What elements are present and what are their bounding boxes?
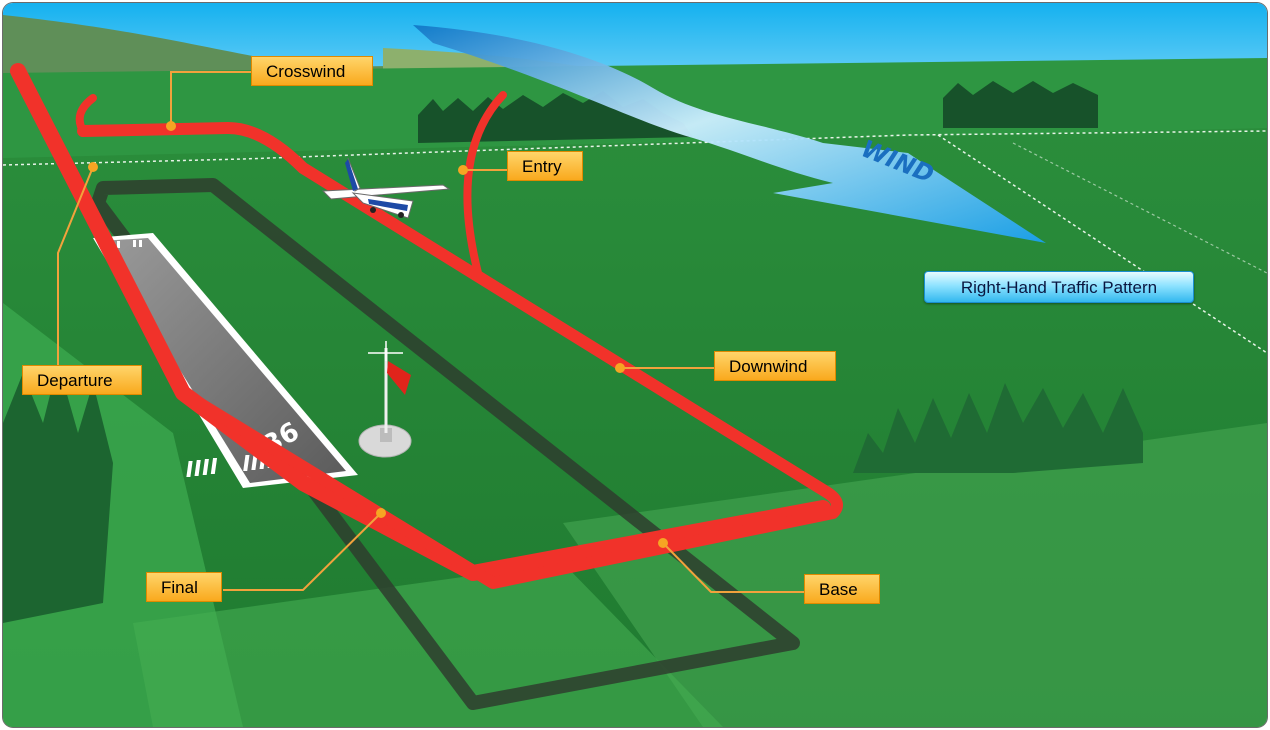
callout-downwind: Downwind: [714, 351, 836, 381]
diagram-frame: 36 WIND: [3, 3, 1267, 727]
callout-departure: Departure: [22, 365, 142, 395]
treeline-right-near: [853, 383, 1143, 473]
airplane-icon: [321, 157, 451, 219]
windsock: [358, 341, 412, 458]
pattern-loop: [77, 122, 843, 589]
taxiway-loop: [91, 178, 800, 710]
treeline-center: [418, 91, 693, 143]
runway-threshold-bars: [186, 452, 274, 477]
callout-base: Base: [804, 574, 880, 604]
callout-crosswind: Crosswind: [251, 56, 373, 86]
runway-surface: [100, 238, 346, 483]
leader-crosswind: [170, 71, 254, 126]
entry-leg: [463, 91, 507, 277]
traffic-pattern-scene: 36 WIND: [3, 3, 1267, 727]
callout-final: Final: [146, 572, 222, 602]
final-leg: [10, 63, 831, 581]
leader-final: [223, 512, 382, 591]
treeline-right: [943, 81, 1098, 128]
trees-left: [3, 363, 113, 623]
runway: 36: [93, 233, 358, 488]
crosswind-hook: [75, 94, 97, 135]
callout-dots: [88, 121, 668, 548]
field-boundary-line: [3, 130, 1267, 166]
leader-base: [662, 542, 807, 593]
callout-entry: Entry: [507, 151, 583, 181]
traffic-pattern-title: Right-Hand Traffic Pattern: [924, 271, 1194, 303]
traffic-pattern-path: [10, 63, 843, 589]
